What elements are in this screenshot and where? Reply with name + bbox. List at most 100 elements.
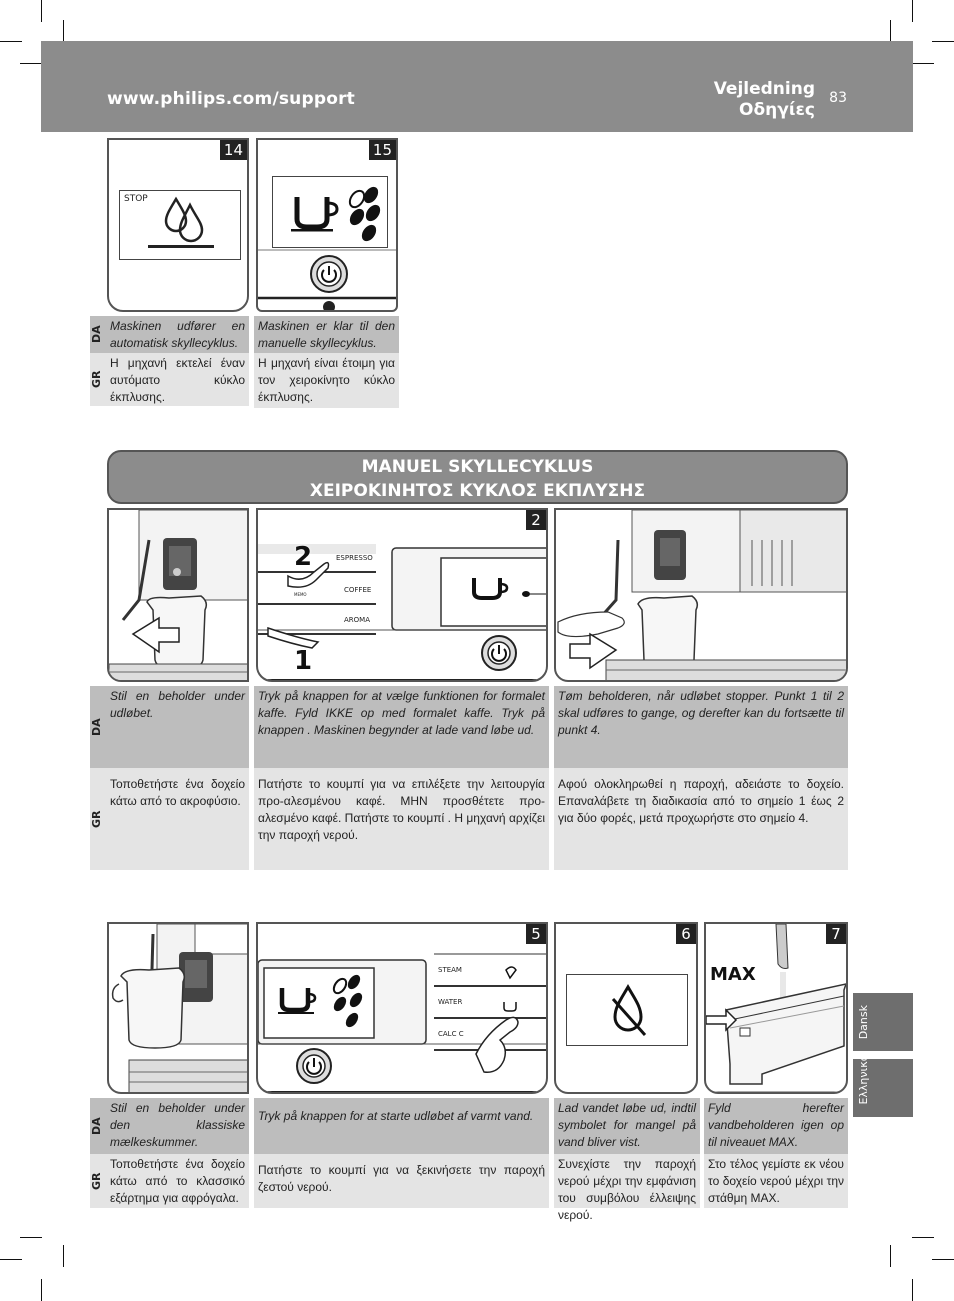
section-title: Vejledning Οδηγίες bbox=[714, 79, 815, 121]
crop-mark bbox=[890, 1245, 891, 1267]
memo-label: MEMO bbox=[294, 592, 307, 597]
step-number: 5 bbox=[526, 924, 546, 944]
step-panel-5: 5 STEAM WATER CALC C bbox=[256, 922, 548, 1094]
crop-mark bbox=[912, 1279, 913, 1301]
step-panel-3: 3 bbox=[554, 508, 848, 682]
mid-gr-2: Πατήστε το κουμπί για να επιλέξετε την λ… bbox=[258, 777, 545, 842]
crop-mark bbox=[0, 41, 22, 42]
water-button[interactable]: WATER bbox=[438, 998, 463, 1006]
bottom-da-7: Fyld herefter vandbeholderen igen op til… bbox=[708, 1101, 844, 1149]
side-tab-label: Dansk bbox=[857, 1004, 870, 1039]
mid-gr-3: Αφού ολοκληρωθεί η παροχή, αδειάστε το δ… bbox=[558, 777, 844, 825]
da-row: DA Stil en beholder under den klassiske … bbox=[90, 1098, 848, 1154]
aroma-button[interactable]: AROMA bbox=[344, 616, 370, 624]
column-gap bbox=[249, 316, 254, 406]
crop-mark bbox=[932, 1259, 954, 1260]
step-number: 2 bbox=[526, 510, 546, 530]
milk-frother-cup-illustration bbox=[111, 924, 247, 1092]
crop-mark bbox=[0, 1259, 22, 1260]
step-panel-1: 1 bbox=[107, 508, 249, 682]
bottom-gr-4: Τοποθετήστε ένα δοχείο κάτω από το κλασσ… bbox=[110, 1157, 245, 1205]
column-gap bbox=[700, 1098, 704, 1208]
mid-da-1: Stil en beholder under udløbet. bbox=[110, 689, 245, 720]
title-gr: Οδηγίες bbox=[739, 100, 815, 120]
top-gr-15: Η μηχανή είναι έτοιμη για τον χειροκίνητ… bbox=[254, 353, 399, 408]
step-number: 6 bbox=[676, 924, 696, 944]
crop-mark bbox=[932, 41, 954, 42]
step-panel-6: 6 bbox=[554, 922, 698, 1094]
section-banner: MANUEL SKYLLECYKLUS ΧΕΙΡΟΚΙΝΗΤΟΣ ΚΥΚΛΟΣ … bbox=[107, 450, 848, 504]
bottom-da-4: Stil en beholder under den klassiske mæl… bbox=[110, 1101, 245, 1149]
no-water-icon bbox=[611, 984, 647, 1036]
page-header: www.philips.com/support Vejledning Οδηγί… bbox=[41, 41, 913, 132]
display-screen bbox=[566, 974, 688, 1046]
banner-title-gr: ΧΕΙΡΟΚΙΝΗΤΟΣ ΚΥΚΛΟΣ ΕΚΠΛΥΣΗΣ bbox=[309, 481, 646, 501]
espresso-button[interactable]: ESPRESSO bbox=[336, 554, 373, 562]
top-da-14: Maskinen udfører en automatisk skyllecyk… bbox=[110, 319, 245, 350]
callout-2: 2 bbox=[294, 542, 313, 572]
cup-beans-icon bbox=[291, 186, 381, 242]
column-gap bbox=[549, 686, 554, 870]
step-panel-7: 7 MAX bbox=[704, 922, 848, 1094]
side-tab-dansk[interactable]: Dansk bbox=[853, 993, 913, 1051]
water-drops-icon bbox=[148, 196, 214, 248]
page-number: 83 bbox=[829, 90, 847, 106]
calc-clean-button[interactable]: CALC C bbox=[438, 1030, 464, 1038]
crop-mark bbox=[63, 20, 64, 42]
callout-1: 1 bbox=[294, 646, 313, 676]
machine-empty-cup-illustration bbox=[557, 510, 846, 680]
machine-cup-illustration bbox=[109, 510, 247, 680]
water-tank-illustration bbox=[706, 924, 846, 1092]
step-number: 14 bbox=[219, 140, 247, 160]
crop-mark bbox=[20, 63, 42, 64]
hot-water-panel-illustration bbox=[258, 953, 546, 1092]
column-gap bbox=[549, 1098, 554, 1208]
step-number: 7 bbox=[826, 924, 846, 944]
side-tab-label: Ελληνικά bbox=[857, 1054, 870, 1105]
step-panel-4: 4 bbox=[107, 922, 249, 1094]
bottom-gr-6: Συνεχίστε την παροχή νερού μέχρι την εμφ… bbox=[558, 1157, 696, 1222]
step-panel-15: 15 bbox=[256, 138, 398, 312]
mid-da-3: Tøm beholderen, når udløbet stopper. Pun… bbox=[558, 689, 844, 737]
crop-mark bbox=[912, 63, 934, 64]
bottom-gr-5: Πατήστε το κουμπί για να ξεκινήσετε την … bbox=[258, 1163, 545, 1194]
step-panel-14: 14 STOP bbox=[107, 138, 249, 312]
top-text-table: DA Maskinen udfører en automatisk skylle… bbox=[90, 316, 399, 408]
crop-mark bbox=[41, 0, 42, 22]
banner-title-da: MANUEL SKYLLECYKLUS bbox=[361, 457, 594, 477]
crop-mark bbox=[20, 1237, 42, 1238]
column-gap bbox=[249, 686, 254, 870]
bottom-text-table: DA Stil en beholder under den klassiske … bbox=[90, 1098, 848, 1222]
crop-mark bbox=[63, 1245, 64, 1267]
bottom-da-6: Lad vandet løbe ud, indtil symbolet for … bbox=[558, 1101, 696, 1149]
crop-mark bbox=[912, 0, 913, 22]
control-panel-illustration bbox=[258, 544, 546, 680]
top-da-15: Maskinen er klar til den manuelle skylle… bbox=[258, 319, 395, 350]
step-panel-2: 2 2 1 ESPRESSO COFFEE AROMA MEMO bbox=[256, 508, 548, 682]
coffee-button[interactable]: COFFEE bbox=[344, 586, 372, 594]
top-gr-14: Η μηχανή εκτελεί έναν αυτόματο κύκλο έκπ… bbox=[110, 356, 245, 404]
power-button-icon[interactable] bbox=[258, 140, 398, 312]
bottom-da-5: Tryk på knappen for at starte udløbet af… bbox=[258, 1109, 534, 1123]
display-screen: STOP bbox=[119, 190, 241, 260]
title-da: Vejledning bbox=[713, 79, 815, 99]
side-tab-greek[interactable]: Ελληνικά bbox=[853, 1054, 913, 1117]
crop-mark bbox=[912, 1237, 934, 1238]
mid-gr-1: Τοποθετήστε ένα δοχείο κάτω από το ακροφ… bbox=[110, 777, 245, 808]
display-screen bbox=[272, 176, 388, 248]
max-label: MAX bbox=[710, 964, 756, 985]
crop-mark bbox=[41, 1279, 42, 1301]
crop-mark bbox=[890, 20, 891, 42]
da-row: DA Stil en beholder under udløbet. Tryk … bbox=[90, 686, 848, 768]
gr-row: GR Τοποθετήστε ένα δοχείο κάτω από το ακ… bbox=[90, 768, 848, 870]
column-gap bbox=[249, 1098, 254, 1208]
step-number: 15 bbox=[368, 140, 396, 160]
stop-label: STOP bbox=[124, 194, 148, 204]
mid-da-2: Tryk på knappen for at vælge funktionen … bbox=[258, 689, 545, 737]
gr-row: GR Τοποθετήστε ένα δοχείο κάτω από το κλ… bbox=[90, 1154, 848, 1222]
mid-text-table: DA Stil en beholder under udløbet. Tryk … bbox=[90, 686, 848, 870]
steam-button[interactable]: STEAM bbox=[438, 966, 462, 974]
support-url[interactable]: www.philips.com/support bbox=[107, 89, 356, 109]
bottom-gr-7: Στο τέλος γεμίστε εκ νέου το δοχείο νερο… bbox=[708, 1157, 844, 1205]
da-row: DA Maskinen udfører en automatisk skylle… bbox=[90, 316, 399, 353]
